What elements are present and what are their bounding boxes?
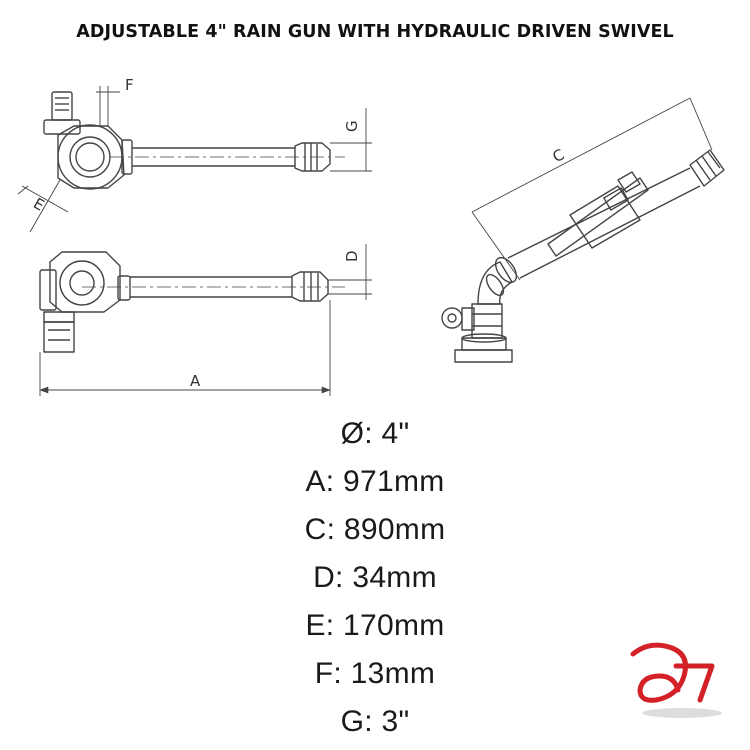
side-view xyxy=(39,244,372,396)
spec-g: G: 3" xyxy=(340,705,410,738)
page-title: ADJUSTABLE 4" RAIN GUN WITH HYDRAULIC DR… xyxy=(76,22,674,42)
spec-d: D: 34mm xyxy=(313,561,437,594)
top-view xyxy=(17,86,372,233)
spec-a: A: 971mm xyxy=(305,465,445,498)
dim-label-d: D xyxy=(343,250,361,262)
spec-e: E: 170mm xyxy=(305,609,445,642)
spec-f: F: 13mm xyxy=(314,657,436,690)
dim-label-e: E xyxy=(30,194,47,214)
dim-label-c: C xyxy=(550,145,568,166)
dim-label-g: G xyxy=(343,120,361,132)
spec-diameter: Ø: 4" xyxy=(340,417,410,450)
isometric-view xyxy=(441,97,725,363)
dim-label-f: F xyxy=(125,76,134,94)
dim-label-a: A xyxy=(190,372,201,390)
spec-c: C: 890mm xyxy=(304,513,446,546)
brand-logo xyxy=(630,642,722,718)
spec-list: Ø: 4" A: 971mm C: 890mm D: 34mm E: 170mm… xyxy=(0,410,750,746)
